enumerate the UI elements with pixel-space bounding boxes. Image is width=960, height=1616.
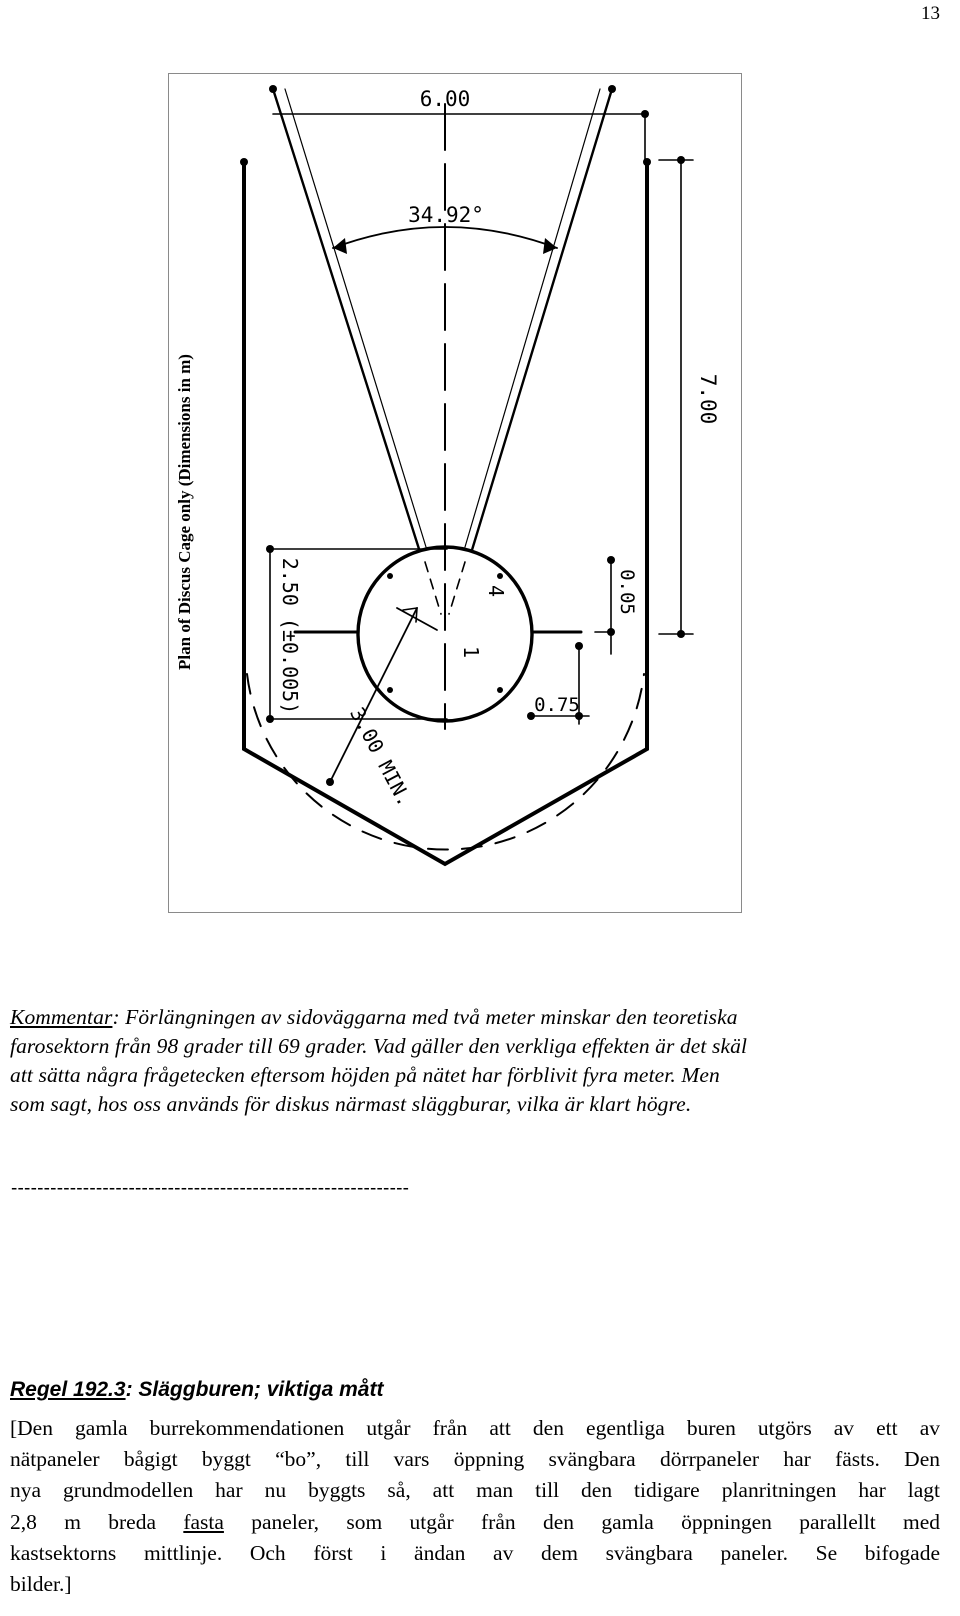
cage-wall	[242, 160, 649, 867]
dim-small-offset: 0.05	[616, 569, 638, 615]
body-line-4: 2,8 m breda fasta paneler, som utgår frå…	[10, 1507, 940, 1538]
radius-line	[329, 607, 418, 783]
body-line-4-end: paneler, som utgår från den gamla öppnin…	[223, 1509, 941, 1534]
marker-one: 1	[459, 646, 483, 658]
comment-label: Kommentar	[10, 1005, 113, 1029]
comment-line-2: farosektorn från 98 grader till 69 grade…	[10, 1034, 748, 1058]
comment-line-3: att sätta några frågetecken eftersom höj…	[10, 1063, 720, 1087]
marker-four: 4	[484, 585, 508, 597]
angle-arc	[332, 226, 558, 249]
comment-line-1: : Förlängningen av sidoväggarna med två …	[112, 1005, 738, 1029]
sector-line-right-inner	[464, 88, 601, 548]
sector-line-left	[271, 87, 421, 551]
body-word-fasta: fasta	[183, 1509, 224, 1534]
rule-title: : Släggburen; viktiga mått	[125, 1378, 384, 1401]
dim-width-top: 6.00	[420, 87, 471, 111]
sector-line-right	[470, 87, 614, 552]
dim-opening: 0.75	[534, 694, 580, 716]
dim-angle: 34.92°	[408, 203, 484, 227]
sector-line-left-inner	[284, 88, 427, 548]
comment-line-4: som sagt, hos oss används för diskus när…	[10, 1092, 692, 1116]
discus-cage-plan-figure: 6.00 34.92° 7.00 2.50 (±0.005) 0.05 0.75…	[168, 73, 742, 913]
dim-circle-diameter: 2.50 (±0.005)	[278, 558, 302, 715]
body-line-1: [Den gamla burrekommendationen utgår frå…	[10, 1416, 940, 1440]
comment-paragraph: Kommentar: Förlängningen av sidoväggarna…	[10, 1003, 940, 1119]
cage-plan-drawing: 6.00 34.92° 7.00 2.50 (±0.005) 0.05 0.75…	[240, 85, 720, 867]
figure-caption-text: Plan of Discus Cage only (Dimensions in …	[175, 354, 194, 670]
body-line-2: nätpaneler bågigt byggt “bo”, till vars …	[10, 1447, 940, 1472]
rule-body-paragraph: [Den gamla burrekommendationen utgår frå…	[10, 1413, 940, 1600]
figure-caption: Plan of Discus Cage only (Dimensions in …	[170, 322, 200, 702]
rule-number: Regel 192.3	[10, 1378, 126, 1401]
dim-length-side: 7.00	[696, 374, 720, 425]
page-number: 13	[921, 3, 940, 24]
body-line-3: nya grundmodellen har nu byggts så, att …	[10, 1478, 940, 1503]
throwing-circle	[356, 545, 534, 723]
rule-heading: Regel 192.3: Släggburen; viktiga mått	[10, 1378, 383, 1402]
body-line-5: kastsektorns mittlinje. Och först i ända…	[10, 1540, 940, 1565]
sector-dashed-arc	[246, 673, 645, 851]
section-separator: ----------------------------------------…	[11, 1178, 410, 1199]
body-line-4-start: 2,8 m breda	[10, 1509, 184, 1534]
body-line-6: bilder.]	[10, 1572, 72, 1597]
